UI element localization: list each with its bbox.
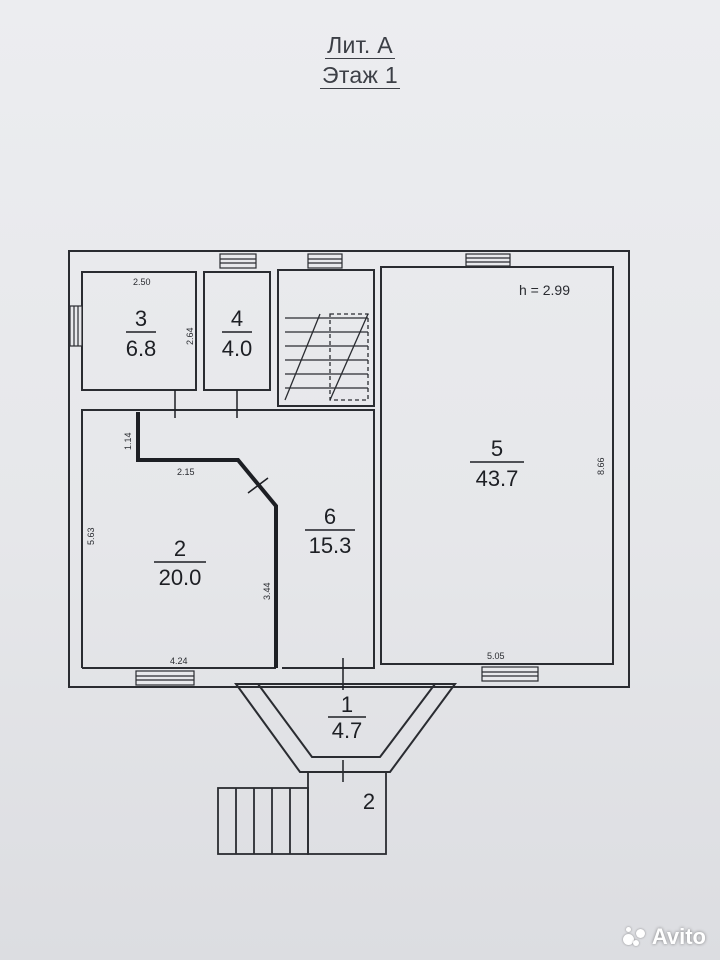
dim-room2-depth: 5.63 bbox=[86, 527, 96, 545]
room-area: 6.8 bbox=[126, 336, 157, 361]
stair-diagonal bbox=[284, 313, 321, 401]
plan-title: Лит. А bbox=[0, 32, 720, 59]
stair-landing bbox=[329, 313, 369, 401]
window-top-left bbox=[219, 253, 257, 269]
dim-room2-width: 4.24 bbox=[170, 656, 188, 666]
vestibule bbox=[234, 683, 457, 773]
staircase bbox=[284, 313, 369, 401]
floor-title: Этаж 1 bbox=[0, 62, 720, 89]
room-number: 1 bbox=[341, 692, 353, 717]
stair-box-outline bbox=[277, 269, 375, 407]
room-label-5: 5 43.7 bbox=[470, 436, 524, 491]
walls bbox=[68, 250, 630, 688]
dim-partition: 2.15 bbox=[177, 467, 195, 477]
room-area: 43.7 bbox=[476, 466, 519, 491]
dim-wall: 3.44 bbox=[262, 582, 272, 600]
dim-room5-depth: 8.66 bbox=[596, 457, 606, 475]
room-4-outline bbox=[203, 271, 271, 391]
room-area: 15.3 bbox=[309, 533, 352, 558]
room-number: 3 bbox=[135, 306, 147, 331]
room-number: 2 bbox=[174, 536, 186, 561]
window-left bbox=[69, 305, 83, 347]
dim-room3-depth: 2.64 bbox=[185, 327, 195, 345]
window-top-right bbox=[465, 253, 511, 267]
room-number: 5 bbox=[491, 436, 503, 461]
stair-diagonal bbox=[329, 313, 369, 401]
room-area: 4.7 bbox=[332, 718, 363, 743]
window-bottom-left bbox=[135, 670, 195, 686]
room-label-3: 3 6.8 bbox=[126, 306, 157, 361]
ceiling-height-label: h = 2.99 bbox=[519, 282, 570, 298]
door-mark-room2 bbox=[247, 477, 269, 494]
steps-outline bbox=[217, 787, 309, 855]
porch bbox=[217, 771, 387, 855]
outer-wall-outline bbox=[68, 250, 630, 688]
room-label-2: 2 20.0 bbox=[154, 536, 206, 590]
room-5-outline bbox=[380, 266, 614, 665]
room-label-4: 4 4.0 bbox=[222, 306, 253, 361]
dim-room5-width: 5.05 bbox=[487, 651, 505, 661]
floor-title-text: Этаж 1 bbox=[320, 62, 400, 89]
room-area: 20.0 bbox=[159, 565, 202, 590]
dim-room3-width: 2.50 bbox=[133, 277, 151, 287]
partition-wall bbox=[136, 412, 278, 668]
room-6-outline bbox=[278, 409, 375, 669]
windows bbox=[69, 253, 539, 686]
room-3-outline bbox=[81, 271, 197, 391]
room-number: 4 bbox=[231, 306, 243, 331]
window-top-middle bbox=[307, 253, 343, 269]
room-2-outline bbox=[81, 409, 278, 668]
avito-logo-icon bbox=[622, 925, 647, 949]
window-bottom-right bbox=[481, 666, 539, 682]
porch-label: 2 bbox=[363, 789, 375, 814]
room-label-6: 6 15.3 bbox=[305, 504, 355, 558]
dim-corridor: 1.14 bbox=[123, 432, 133, 450]
avito-watermark: Avito bbox=[622, 924, 706, 950]
room-label-1: 1 4.7 bbox=[328, 692, 366, 743]
room-number: 6 bbox=[324, 504, 336, 529]
plan-title-text: Лит. А bbox=[325, 32, 395, 59]
room-area: 4.0 bbox=[222, 336, 253, 361]
vestibule-inner bbox=[256, 683, 438, 758]
avito-wordmark: Avito bbox=[651, 924, 706, 949]
